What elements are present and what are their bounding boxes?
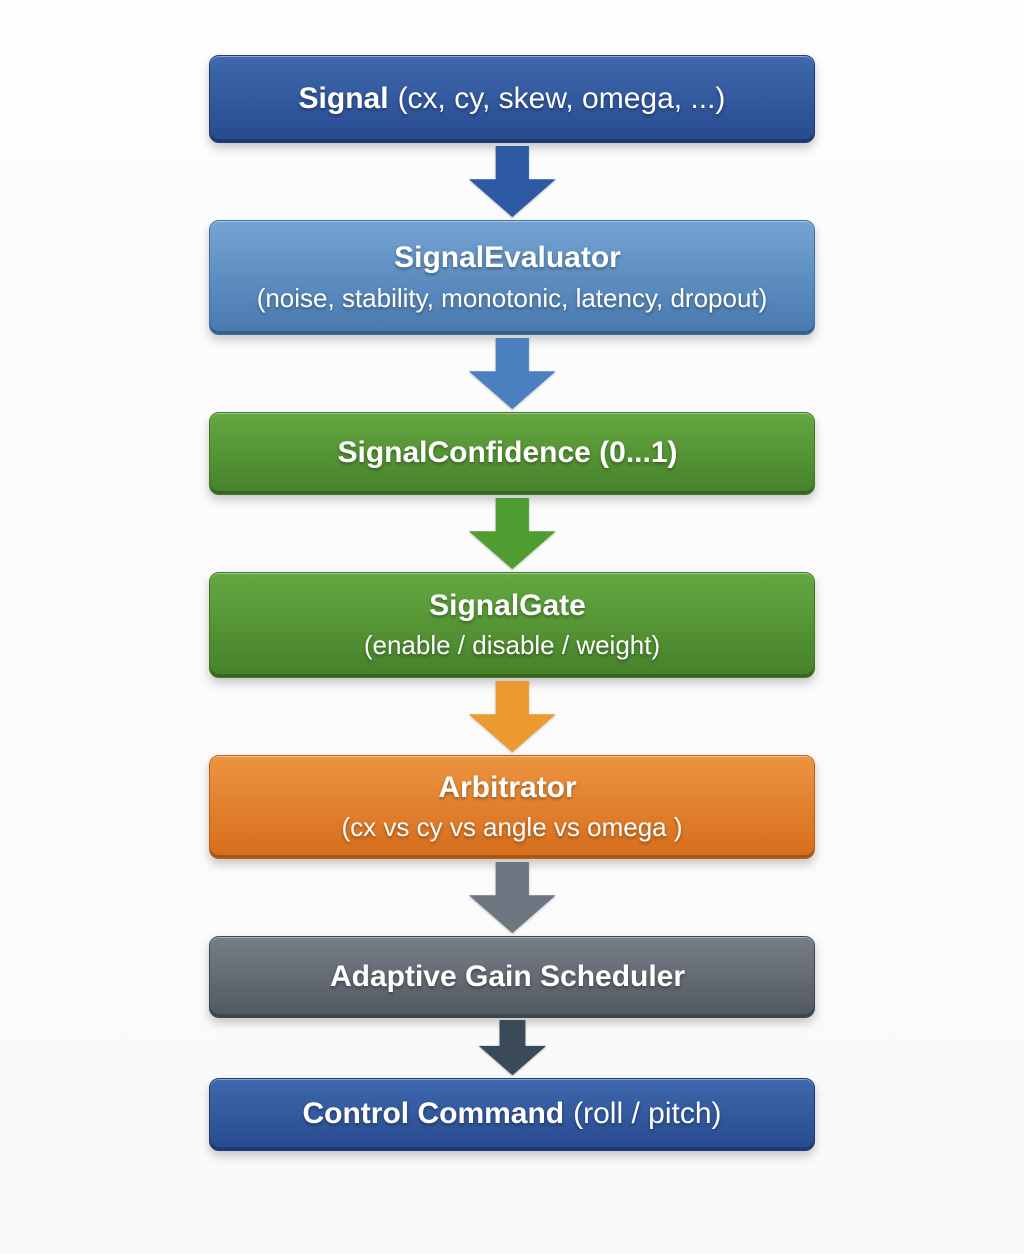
down-arrow-icon [478, 1020, 546, 1076]
node-title-row: Adaptive Gain Scheduler [330, 960, 694, 995]
down-arrow-icon [468, 145, 556, 217]
down-arrow-icon [468, 337, 556, 409]
down-arrow-icon [468, 497, 556, 569]
node-title-row: Signal(cx, cy, skew, omega, ...) [299, 82, 726, 117]
node-subtitle: (noise, stability, monotonic, latency, d… [256, 282, 768, 313]
down-arrow-icon [468, 861, 556, 933]
node-title: Adaptive Gain Scheduler [329, 959, 686, 993]
node-title-row: Control Command(roll / pitch) [302, 1097, 721, 1132]
arrow-gate-to-arbitrator [209, 678, 815, 755]
node-signal: Signal(cx, cy, skew, omega, ...) [209, 55, 815, 143]
node-title-detail: (cx, cy, skew, omega, ...) [397, 81, 726, 115]
arrow-scheduler-to-command [209, 1018, 815, 1078]
arrow-evaluator-to-confidence [209, 335, 815, 412]
node-title-row: SignalGate [429, 589, 595, 624]
node-arbitrator: Arbitrator (cx vs cy vs angle vs omega ) [209, 755, 815, 859]
node-subtitle: (enable / disable / weight) [363, 630, 661, 661]
node-signal-confidence: SignalConfidence (0...1) [209, 412, 815, 495]
node-title: SignalEvaluator [394, 241, 621, 275]
node-title: Signal [298, 81, 389, 115]
node-adaptive-gain-scheduler: Adaptive Gain Scheduler [209, 936, 815, 1018]
arrow-arbitrator-to-scheduler [209, 859, 815, 936]
node-title: SignalConfidence (0...1) [337, 436, 678, 470]
node-control-command: Control Command(roll / pitch) [209, 1078, 815, 1151]
arrow-confidence-to-gate [209, 495, 815, 572]
arrow-signal-to-evaluator [209, 143, 815, 220]
node-title: Arbitrator [438, 770, 577, 804]
node-signal-gate: SignalGate (enable / disable / weight) [209, 572, 815, 678]
node-title-detail: (roll / pitch) [573, 1097, 722, 1131]
node-subtitle: (cx vs cy vs angle vs omega ) [341, 812, 683, 843]
node-title: SignalGate [429, 588, 586, 622]
node-title: Control Command [302, 1097, 565, 1131]
node-title-row: SignalEvaluator [394, 241, 630, 276]
node-stack: Signal(cx, cy, skew, omega, ...) SignalE… [0, 55, 1024, 1151]
node-title-row: SignalConfidence (0...1) [337, 436, 686, 471]
node-signal-evaluator: SignalEvaluator (noise, stability, monot… [209, 220, 815, 335]
node-title-row: Arbitrator [438, 771, 585, 806]
down-arrow-icon [468, 680, 556, 752]
